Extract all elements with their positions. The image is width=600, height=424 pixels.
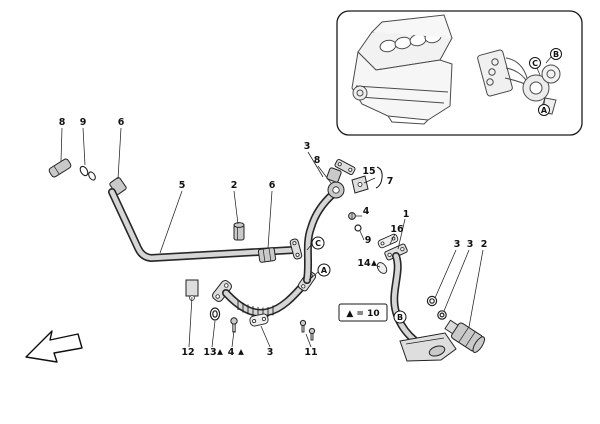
engine-inset: B C A: [336, 10, 583, 136]
legend-box: ▲ = 10: [338, 303, 388, 322]
direction-arrow-icon: [25, 330, 83, 363]
left-oil-pipe-assembly: [48, 158, 303, 301]
svg-text:B: B: [397, 313, 403, 322]
banjo-bolt-part-2-right: [444, 319, 485, 353]
callout-6-mid: 6: [269, 180, 276, 191]
connection-letters: C A B: [311, 236, 407, 324]
callout-12: 12: [181, 347, 194, 358]
gasket-part-14: [376, 262, 388, 274]
svg-text:C: C: [532, 59, 538, 68]
callout-11: 11: [304, 347, 317, 358]
gasket-part-3-bottom: [249, 313, 269, 327]
washer-part-9b: [88, 171, 96, 181]
triangle-marker-4: ▲: [238, 347, 244, 356]
svg-text:C: C: [315, 239, 321, 248]
callout-5: 5: [179, 180, 186, 191]
callout-1: 1: [403, 209, 410, 220]
callout-3-bottom: 3: [267, 347, 274, 358]
main-letter-B: B: [393, 310, 407, 324]
flex-return-pipe-assembly: [212, 270, 317, 318]
main-letter-A: A: [317, 263, 331, 277]
banjo-pipe-assembly: [303, 158, 369, 284]
main-letter-C: C: [311, 236, 325, 250]
callout-4-right: 4: [363, 206, 370, 217]
bolts-part-11: [299, 319, 316, 341]
bracket-part-15-7: [351, 175, 369, 194]
callout-9-mid: 9: [365, 235, 372, 246]
bolt-part-4-bottom: [230, 317, 238, 333]
callout-14: 14: [357, 258, 371, 269]
engine-block-illustration: [351, 14, 453, 125]
callout-8-mid: 8: [314, 155, 321, 166]
callout-3-top: 3: [304, 141, 311, 152]
legend-text: ▲ = 10: [346, 309, 379, 319]
heat-shield: [399, 332, 457, 362]
callouts: 8 9 6 5 2 6 3 8 15 7 4 9 1 16 14 ▲ 3 3 2…: [59, 117, 488, 358]
washer-part-9-mid: [354, 224, 362, 232]
inset-border: [336, 10, 583, 136]
plug-part-8: [48, 158, 72, 178]
svg-text:B: B: [553, 50, 559, 59]
union-part-6-right: [257, 247, 277, 263]
washers-part-3-right: [426, 295, 447, 320]
callout-6-left: 6: [118, 117, 125, 128]
callout-16: 16: [390, 224, 404, 235]
callout-13: 13: [203, 347, 216, 358]
callout-3-right-2: 3: [467, 239, 474, 250]
banjo-pipe-surface: [304, 191, 336, 283]
turbo-illustration: [477, 49, 561, 115]
callout-2-mid: 2: [231, 180, 238, 191]
fitting-part-8-mid: [326, 167, 342, 183]
callout-9-left: 9: [80, 117, 87, 128]
callout-bracket-15-7: [375, 166, 383, 189]
right-drain-pipe-assembly: [376, 233, 485, 362]
inset-letter-C: C: [529, 57, 541, 76]
pipe-end-flange: [289, 238, 303, 260]
washer-part-9: [79, 165, 89, 177]
callout-2-right: 2: [481, 239, 488, 250]
leader-lines: [60, 127, 484, 348]
top-flange: [334, 158, 356, 176]
callout-8-left: 8: [59, 117, 66, 128]
svg-text:A: A: [321, 266, 328, 275]
bottom-fasteners: [209, 307, 316, 341]
bracket-part-12: [185, 279, 199, 301]
gasket-part-13: [209, 307, 221, 321]
triangle-marker-14: ▲: [371, 258, 377, 267]
callout-7: 7: [387, 176, 394, 187]
gasket-part-16: [377, 233, 399, 249]
callout-3-right-1: 3: [454, 239, 461, 250]
inset-letter-A: A: [538, 97, 550, 116]
banjo-bolt-part-2: [233, 222, 245, 241]
inset-letter-B: B: [545, 48, 562, 64]
triangle-marker-13: ▲: [217, 347, 223, 356]
svg-text:A: A: [541, 106, 548, 115]
callout-4-bottom: 4: [228, 347, 235, 358]
oil-pipe-surface: [109, 189, 296, 261]
callout-15: 15: [362, 166, 375, 177]
